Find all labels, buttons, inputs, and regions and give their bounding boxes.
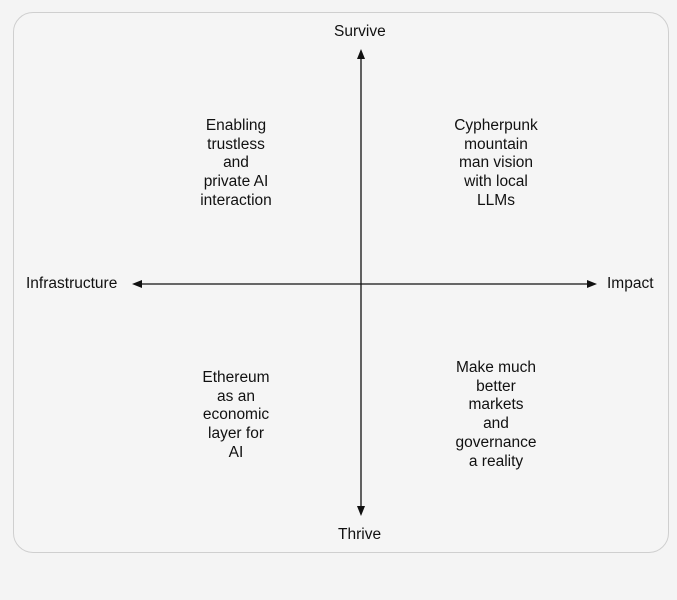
quadrant-text-line: mountain bbox=[464, 135, 528, 153]
quadrant-text-line: with local bbox=[464, 173, 528, 191]
quadrant-text-line: governance bbox=[455, 433, 537, 451]
quadrant-text-line: markets bbox=[468, 396, 524, 414]
arrow-down-icon bbox=[357, 506, 365, 516]
quadrant-text-line: and bbox=[483, 415, 509, 433]
quadrant-text-line: trustless bbox=[207, 135, 265, 153]
quadrant-text-line: interaction bbox=[200, 191, 272, 209]
quadrant-text-line: as an bbox=[217, 387, 255, 405]
quadrant-bottom-right: Make much better markets and governance … bbox=[416, 359, 576, 471]
quadrant-text-line: economic bbox=[202, 406, 270, 424]
horizontal-axis bbox=[132, 280, 597, 288]
quadrant-text-line: private AI bbox=[203, 173, 269, 191]
axis-label-infrastructure: Infrastructure bbox=[26, 275, 118, 292]
quadrant-text-line: better bbox=[476, 377, 516, 395]
quadrant-text-line: a reality bbox=[468, 452, 524, 470]
diagram-frame bbox=[13, 12, 669, 553]
quadrant-top-left: Enabling trustless and private AI intera… bbox=[156, 117, 316, 211]
vertical-axis bbox=[357, 49, 365, 516]
quadrant-text-line: LLMs bbox=[477, 191, 515, 209]
quadrant-top-right: Cypherpunk mountain man vision with loca… bbox=[416, 117, 576, 211]
quadrant-text-line: layer for bbox=[208, 425, 264, 443]
quadrant-text-line: Make much bbox=[455, 359, 537, 376]
quadrant-text-line: Ethereum bbox=[202, 369, 270, 386]
quadrant-text-line: and bbox=[223, 154, 249, 172]
axis-label-thrive: Thrive bbox=[338, 526, 382, 543]
axis-label-survive: Survive bbox=[334, 23, 386, 40]
arrow-left-icon bbox=[132, 280, 142, 288]
quadrant-bottom-left: Ethereum as an economic layer for AI bbox=[156, 369, 316, 463]
quadrant-text-line: Enabling bbox=[205, 117, 267, 134]
arrow-right-icon bbox=[587, 280, 597, 288]
quadrant-text-line: man vision bbox=[458, 154, 534, 172]
quadrant-text-line: AI bbox=[228, 443, 244, 461]
arrow-up-icon bbox=[357, 49, 365, 59]
axis-label-impact: Impact bbox=[607, 275, 654, 292]
quadrant-text-line: Cypherpunk bbox=[454, 117, 538, 134]
